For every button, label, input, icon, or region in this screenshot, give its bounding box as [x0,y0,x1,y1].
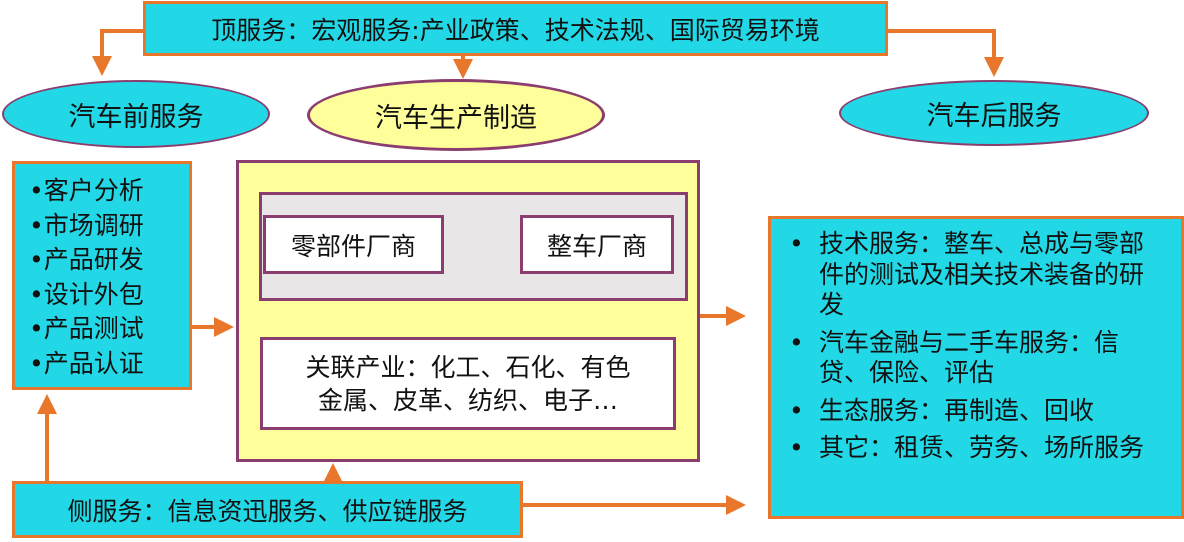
top-service-box: 顶服务：宏观服务:产业政策、技术法规、国际贸易环境 [143,1,888,56]
list-item: •产品认证 [29,348,144,378]
list-item: •其它：租赁、劳务、场所服务 [789,433,1145,462]
list-item: •产品测试 [29,314,144,343]
post-service-ellipse: 汽车后服务 [839,80,1149,146]
related-industries-box: 关联产业：化工、石化、有色 金属、皮革、纺织、电子… [260,337,676,430]
list-item: •汽车金融与二手车服务：信贷、保险、评估 [789,327,1120,388]
bullet-icon: • [789,395,804,425]
pre-service-list: •客户分析 •市场调研 •产品研发 •设计外包 •产品测试 •产品认证 [12,161,192,390]
parts-maker-label: 零部件厂商 [290,231,416,261]
top-service-text: 顶服务：宏观服务:产业政策、技术法规、国际贸易环境 [211,15,820,45]
parts-maker-box: 零部件厂商 [263,215,444,274]
pre-service-ellipse: 汽车前服务 [2,80,270,148]
arrow-top-to-post [888,29,1004,77]
manufacturing-title: 汽车生产制造 [375,102,537,134]
oem-label: 整车厂商 [546,231,647,261]
list-item: •技术服务：整车、总成与零部件的测试及相关技术装备的研发 [789,229,1145,319]
oem-box: 整车厂商 [520,215,674,274]
manufacturing-ellipse: 汽车生产制造 [307,79,605,151]
related-industries-line-1: 关联产业：化工、石化、有色 [305,352,631,382]
list-item: •生态服务：再制造、回收 [789,395,1095,425]
pre-service-title: 汽车前服务 [68,101,204,133]
arrow-top-to-pre [92,29,143,76]
side-service-text: 侧服务：信息资迅服务、供应链服务 [67,496,468,526]
related-industries-line-2: 金属、皮革、纺织、电子… [317,385,618,415]
bullet-icon: • [789,433,804,462]
side-service-box: 侧服务：信息资迅服务、供应链服务 [12,481,523,538]
bullet-icon: • [789,327,804,357]
list-item: •设计外包 [29,279,144,309]
post-service-list: •技术服务：整车、总成与零部件的测试及相关技术装备的研发 •汽车金融与二手车服务… [768,216,1184,519]
post-service-title: 汽车后服务 [926,100,1062,132]
bullet-icon: • [789,229,804,258]
list-item: •市场调研 [29,210,144,240]
list-item: •产品研发 [29,245,144,274]
list-item: •客户分析 [29,176,144,205]
